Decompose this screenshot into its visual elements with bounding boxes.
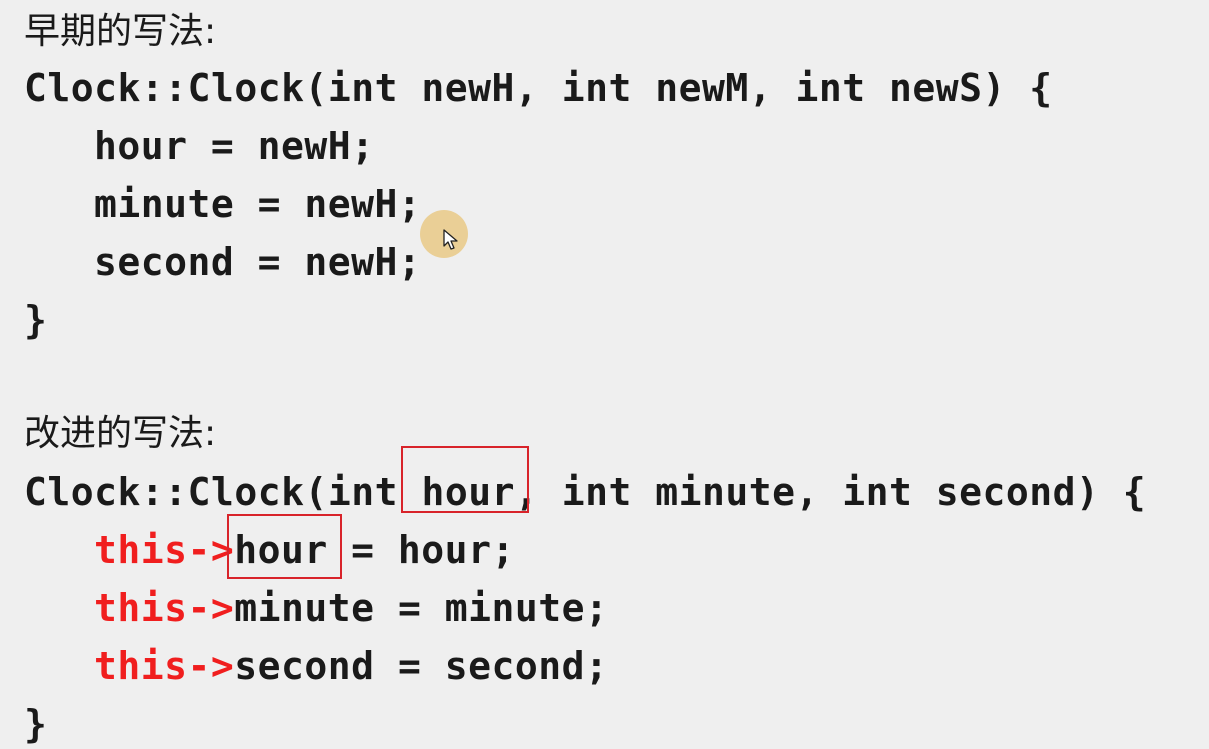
- member-second: second: [234, 644, 375, 688]
- early-line-second: second = newH;: [94, 240, 422, 284]
- highlight-box-member-hour: [227, 514, 342, 579]
- mouse-pointer-icon: [443, 229, 458, 250]
- improved-line-minute: this->minute = minute;: [94, 584, 608, 632]
- early-close-brace: }: [24, 298, 48, 342]
- early-line-minute: minute = newH;: [94, 182, 422, 226]
- signature-suffix: , int minute, int second) {: [514, 470, 1147, 514]
- assignment: = second;: [374, 644, 609, 688]
- early-signature: Clock::Clock(int newH, int newM, int new…: [24, 66, 1053, 110]
- early-line-hour: hour = newH;: [94, 124, 375, 168]
- signature-param-hour: hour: [421, 470, 515, 514]
- signature-prefix: Clock::Clock(int: [24, 470, 422, 514]
- member-minute: minute: [234, 586, 375, 630]
- member-hour: hour: [234, 528, 328, 572]
- this-keyword: this->: [94, 644, 235, 688]
- early-heading: 早期的写法:: [24, 11, 217, 52]
- assignment: = hour;: [327, 528, 515, 572]
- highlight-box-param-hour: [401, 446, 529, 513]
- improved-heading: 改进的写法:: [24, 413, 217, 454]
- improved-close-brace: }: [24, 702, 48, 746]
- assignment: = minute;: [374, 586, 609, 630]
- improved-line-second: this->second = second;: [94, 642, 608, 690]
- this-keyword: this->: [94, 586, 235, 630]
- this-keyword: this->: [94, 528, 235, 572]
- improved-signature: Clock::Clock(int hour, int minute, int s…: [24, 468, 1146, 516]
- improved-line-hour: this->hour = hour;: [94, 526, 515, 574]
